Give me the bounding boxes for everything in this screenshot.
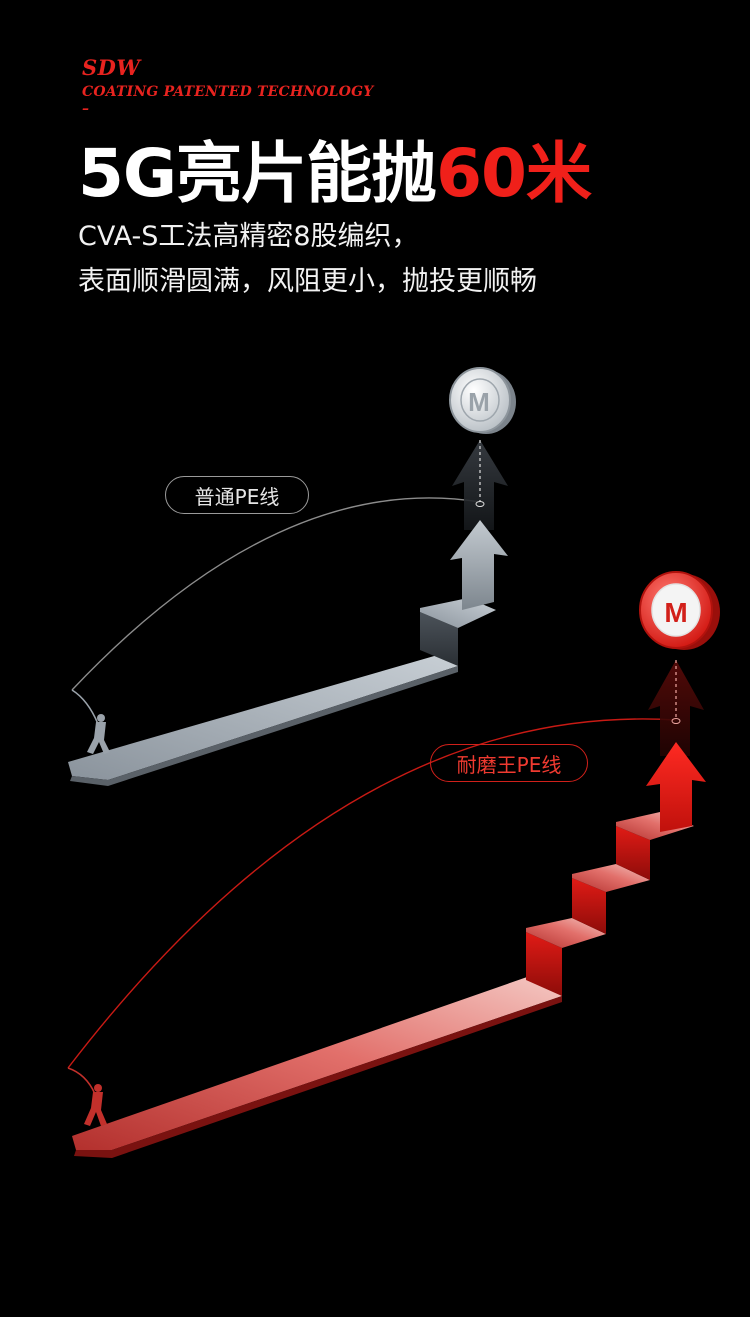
premium-tread-1 <box>526 918 606 948</box>
headline-accent: 60米 <box>436 135 592 212</box>
brand-dash: – <box>82 101 89 117</box>
premium-arrow-up <box>646 742 706 832</box>
premium-cast-arc <box>67 718 677 1069</box>
description-line-1: CVA-S工法高精密8股编织， <box>78 221 419 252</box>
normal-angler-figure <box>71 689 110 754</box>
normal-landing-mark <box>475 501 485 507</box>
description-line-2: 表面顺滑圆满，风阻更小，抛投更顺畅 <box>78 266 537 297</box>
premium-coin-letter: M <box>664 597 687 628</box>
premium-tread-2 <box>572 864 650 892</box>
normal-cast-arc <box>71 497 481 691</box>
normal-coin-letter: M <box>468 387 490 417</box>
brand-name: SDW <box>82 55 141 80</box>
premium-riser-2 <box>572 878 606 934</box>
headline: 5G亮片能抛60米 <box>78 135 592 212</box>
normal-target-coin: M <box>449 367 516 434</box>
premium-target-coin: M <box>639 571 720 650</box>
premium-angler-figure <box>67 1067 107 1126</box>
premium-line-label: 耐磨王PE线 <box>430 744 588 782</box>
headline-main: 5G亮片能抛 <box>78 135 437 212</box>
premium-line-staircase <box>67 660 706 1158</box>
normal-line-staircase <box>68 440 508 786</box>
premium-riser-1 <box>526 932 562 996</box>
brand-subtitle: COATING PATENTED TECHNOLOGY <box>82 84 374 100</box>
premium-landing-mark <box>671 718 681 724</box>
normal-arrow-up <box>450 520 508 610</box>
normal-ramp-top <box>68 650 458 780</box>
normal-line-label: 普通PE线 <box>165 476 309 514</box>
normal-step-riser <box>420 612 458 666</box>
brand-block: SDW COATING PATENTED TECHNOLOGY – <box>82 55 374 117</box>
premium-ramp-top <box>72 976 562 1150</box>
premium-riser-3 <box>616 826 650 880</box>
